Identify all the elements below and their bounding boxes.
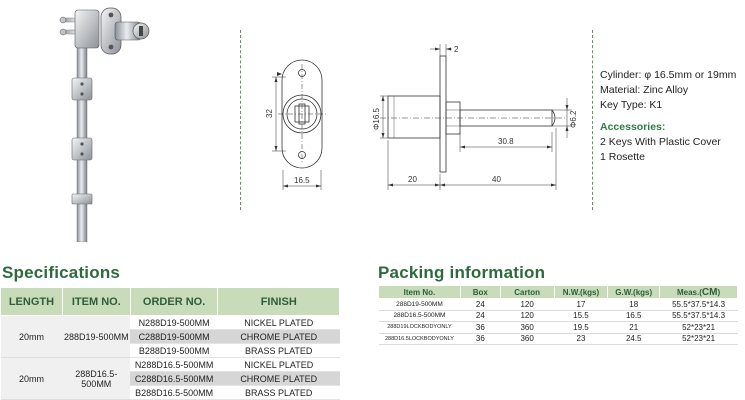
material-spec: Material: Zinc Alloy — [600, 84, 689, 96]
meas-cell: 52*23*21 — [659, 321, 738, 334]
col-order-no: ORDER NO. — [129, 287, 219, 316]
accessory-item: 2 Keys With Plastic Cover — [600, 136, 721, 148]
specifications-title: Specifications — [2, 263, 121, 282]
col-gw: G.W.(kgs) — [607, 285, 661, 299]
gw-cell: 21 — [607, 321, 660, 334]
spec-text-block: Cylinder: φ 16.5mm or 19mm Material: Zin… — [600, 68, 745, 165]
item-cell: 288D16.5LOCKBODYONLY — [378, 333, 461, 345]
col-finish: FINISH — [217, 287, 340, 316]
meas-label: Meas.( — [676, 287, 702, 297]
item-no-cell: 288D19-500MM — [62, 315, 131, 358]
col-item-no: ITEM NO. — [61, 287, 131, 316]
front-view-drawing: 32 16.5 — [265, 59, 326, 190]
finish-cell: BRASS PLATED — [217, 385, 340, 400]
carton-cell: 360 — [500, 321, 555, 334]
table-row: 20mm 288D16.5-500MM N288D16.5-500MM NICK… — [0, 357, 340, 400]
box-cell: 36 — [460, 333, 501, 345]
product-image — [59, 7, 150, 242]
box-cell: 24 — [460, 298, 501, 311]
col-box: Box — [459, 285, 501, 299]
packing-table: Item No. Box Carton N.W.(kgs) G.W.(kgs) … — [378, 285, 738, 345]
table-row: 20mm 288D19-500MM N288D19-500MM NICKEL P… — [0, 315, 340, 358]
carton-cell: 360 — [500, 333, 555, 345]
finish-cell: CHROME PLATED — [217, 371, 340, 386]
finish-cell: NICKEL PLATED — [217, 357, 340, 372]
order-no-cell: B288D19-500MM — [130, 343, 218, 358]
order-no-cell: N288D19-500MM — [130, 315, 218, 330]
table-row: 288D16.5-500MM 24 120 15.5 16.5 55.5*37.… — [378, 310, 738, 322]
finish-cell: BRASS PLATED — [217, 343, 340, 358]
length-cell: 20mm — [0, 315, 63, 358]
col-meas: Meas.(CM) — [659, 285, 738, 299]
carton-cell: 120 — [500, 298, 555, 311]
accessories-title: Accessories: — [600, 121, 666, 133]
nw-cell: 17 — [554, 298, 608, 311]
rod-diameter-dim: Φ6.2 — [569, 110, 578, 128]
specifications-table: LENGTH ITEM NO. ORDER NO. FINISH 20mm 28… — [0, 287, 340, 400]
front-width-dim: 16.5 — [294, 176, 310, 185]
gw-cell: 16.5 — [607, 310, 660, 322]
table-row: C288D16.5-500MM CHROME PLATED — [1, 371, 340, 386]
order-no-cell: C288D19-500MM — [130, 329, 218, 344]
item-cell: 288D16.5-500MM — [378, 310, 461, 322]
key-type-spec: Key Type: K1 — [600, 99, 663, 111]
item-cell: 288D19LOCKBODYONLY — [378, 321, 461, 334]
divider-2 — [592, 30, 593, 210]
rod-length-dim: 30.8 — [498, 137, 514, 146]
gw-cell: 18 — [607, 298, 660, 311]
table-row: 288D19-500MM 24 120 17 18 55.5*37.5*14.3 — [378, 298, 738, 311]
col-item: Item No. — [378, 285, 461, 299]
col-carton: Carton — [499, 285, 555, 299]
meas-cell: 55.5*37.5*14.3 — [659, 298, 738, 311]
carton-cell: 120 — [500, 310, 555, 322]
table-row: C288D19-500MM CHROME PLATED — [1, 329, 340, 344]
total-length-dim: 40 — [492, 175, 501, 184]
table-row: B288D16.5-500MM BRASS PLATED — [1, 385, 340, 400]
nw-cell: 23 — [554, 333, 608, 345]
packing-title: Packing information — [378, 263, 546, 282]
order-no-cell: N288D16.5-500MM — [130, 357, 218, 372]
front-height-dim: 32 — [265, 109, 274, 118]
col-length: LENGTH — [0, 287, 63, 316]
body-length-dim: 20 — [408, 175, 417, 184]
nw-cell: 19.5 — [554, 321, 608, 334]
accessory-item: 1 Rosette — [600, 151, 645, 163]
gw-cell: 24.5 — [607, 333, 660, 345]
box-cell: 24 — [460, 310, 501, 322]
table-header-row: LENGTH ITEM NO. ORDER NO. FINISH — [0, 287, 340, 316]
table-row: 288D19LOCKBODYONLY 36 360 19.5 21 52*23*… — [378, 321, 738, 334]
divider-1 — [240, 30, 241, 210]
box-cell: 36 — [460, 321, 501, 334]
table-row: B288D19-500MM BRASS PLATED — [1, 343, 340, 358]
length-cell: 20mm — [0, 357, 63, 400]
order-no-cell: C288D16.5-500MM — [130, 371, 218, 386]
meas-unit: CM — [701, 286, 718, 298]
cylinder-diameter-dim: Φ16.5 — [372, 107, 381, 130]
col-nw: N.W.(kgs) — [553, 285, 609, 299]
nw-cell: 15.5 — [554, 310, 608, 322]
order-no-cell: B288D16.5-500MM — [130, 385, 218, 400]
item-cell: 288D19-500MM — [378, 298, 461, 311]
table-row: 288D16.5LOCKBODYONLY 36 360 23 24.5 52*2… — [378, 333, 738, 345]
plate-thickness-dim: 2 — [454, 45, 459, 54]
cylinder-spec: Cylinder: φ 16.5mm or 19mm — [600, 69, 737, 81]
finish-cell: CHROME PLATED — [217, 329, 340, 344]
table-header-row: Item No. Box Carton N.W.(kgs) G.W.(kgs) … — [378, 285, 738, 299]
meas-cell: 55.5*37.5*14.3 — [659, 310, 738, 322]
item-no-cell: 288D16.5-500MM — [62, 357, 131, 400]
meas-cell: 52*23*21 — [659, 333, 738, 345]
side-view-drawing: 2 Φ16.5 Φ6.2 30.8 20 40 — [372, 44, 578, 190]
meas-close: ) — [717, 287, 721, 297]
finish-cell: NICKEL PLATED — [217, 315, 340, 330]
